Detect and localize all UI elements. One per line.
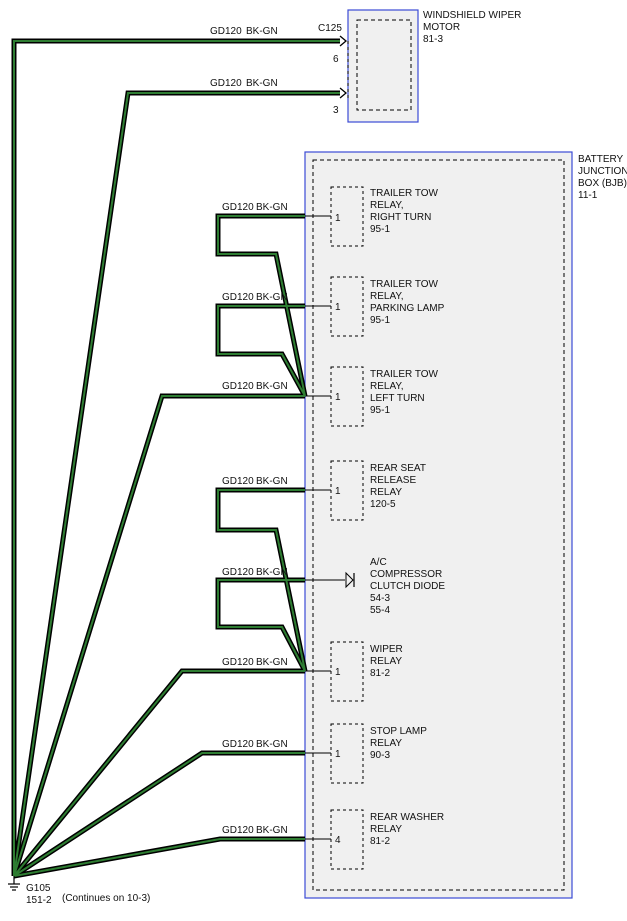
relay-name-2: RELAY [370,738,402,749]
connector-label: C125 [318,23,342,34]
relay-pin: 4 [335,835,341,846]
bjb-title-1: BATTERY [578,154,624,165]
wire-color: BK-GN [256,381,288,392]
relay-name-3: PARKING LAMP [370,303,445,314]
wiper-motor-box [347,9,419,123]
relay-pin: 1 [335,749,341,760]
relay-name-3: RIGHT TURN [370,212,431,223]
bjb-components: 1 TRAILER TOW RELAY, RIGHT TURN 95-1 1 T… [305,186,445,870]
relay-name-1: STOP LAMP [370,726,427,737]
component-rear-seat-release-relay: 1 REAR SEAT RELEASE RELAY 120-5 [305,460,426,521]
wire-color: BK-GN [256,825,288,836]
component-trailer-tow-right-turn: 1 TRAILER TOW RELAY, RIGHT TURN 95-1 [305,186,439,247]
relay-pin: 1 [335,213,341,224]
wire-labels: GD120 BK-GN GD120 BK-GN GD120 BK-GN GD12… [210,26,288,836]
diode-name-1: A/C [370,557,387,568]
wire-color: BK-GN [256,476,288,487]
wire-code: GD120 [222,476,254,487]
relay-ref: 95-1 [370,315,390,326]
wires [11,38,340,879]
relay-name-3: LEFT TURN [370,393,425,404]
wire-code: GD120 [210,78,242,89]
relay-name-2: RELAY, [370,200,404,211]
relay-name-1: TRAILER TOW [370,279,439,290]
diode-ref-2: 55-4 [370,605,390,616]
diode-name-3: CLUTCH DIODE [370,581,445,592]
relay-ref: 81-2 [370,836,390,847]
bjb-ref: 11-1 [578,190,598,201]
wiper-motor-title-2: MOTOR [423,22,460,33]
relay-name-1: REAR SEAT [370,463,426,474]
relay-pin: 1 [335,302,341,313]
pin-6-label: 6 [333,54,339,65]
relay-ref: 95-1 [370,405,390,416]
relay-ref: 120-5 [370,499,396,510]
wire-code: GD120 [222,657,254,668]
relay-name-2: RELAY [370,656,402,667]
bjb-title-2: JUNCTION [578,166,627,177]
wire-code: GD120 [210,26,242,37]
component-wiper-relay: 1 WIPER RELAY 81-2 [305,641,403,702]
relay-pin: 1 [335,486,341,497]
ground-label: G105 [26,883,51,894]
bjb-title-3: BOX (BJB) [578,178,627,189]
wiper-motor-block: C125 6 3 WINDSHIELD WIPER MOTOR 81-3 [318,9,521,123]
wire-color: BK-GN [256,202,288,213]
pin-6-arrow-icon [339,35,348,47]
component-trailer-tow-left-turn: 1 TRAILER TOW RELAY, LEFT TURN 95-1 [305,366,439,427]
wire-bjb-stop-lamp [12,750,305,879]
relay-name-1: REAR WASHER [370,812,444,823]
component-trailer-tow-parking-lamp: 1 TRAILER TOW RELAY, PARKING LAMP 95-1 [305,276,445,337]
relay-name-3: RELAY [370,487,402,498]
ground-ref: 151-2 [26,895,52,906]
relay-pin: 1 [335,392,341,403]
component-stop-lamp-relay: 1 STOP LAMP RELAY 90-3 [305,723,427,784]
bjb-inner [312,159,565,891]
component-rear-washer-relay: 4 REAR WASHER RELAY 81-2 [305,809,444,870]
wire-color: BK-GN [256,739,288,750]
wire-code: GD120 [222,381,254,392]
continues-note: (Continues on 10-3) [62,893,150,904]
wire-code: GD120 [222,202,254,213]
bjb-box [304,151,573,899]
wire-code: GD120 [222,739,254,750]
relay-name-1: TRAILER TOW [370,188,439,199]
wire-color: BK-GN [256,292,288,303]
wire-code: GD120 [222,292,254,303]
wiper-motor-title-1: WINDSHIELD WIPER [423,10,521,21]
diode-ref-1: 54-3 [370,593,390,604]
wire-color: BK-GN [246,78,278,89]
ground-block: G105 151-2 (Continues on 10-3) [8,876,150,906]
relay-name-2: RELEASE [370,475,416,486]
wire-bjb-left-turn [11,393,305,877]
relay-ref: 81-2 [370,668,390,679]
diode-icon [345,571,354,589]
wiper-motor-inner [356,19,412,111]
wire-code: GD120 [222,567,254,578]
relay-ref: 90-3 [370,750,390,761]
wire-code: GD120 [222,825,254,836]
relay-name-2: RELAY, [370,381,404,392]
wire-color: BK-GN [256,567,288,578]
relay-name-1: WIPER [370,644,403,655]
relay-name-2: RELAY, [370,291,404,302]
wire-color: BK-GN [246,26,278,37]
pin-3-arrow-icon [339,87,348,99]
pin-3-label: 3 [333,105,339,116]
relay-name-2: RELAY [370,824,402,835]
wiper-motor-ref: 81-3 [423,34,443,45]
bjb-block: BATTERY JUNCTION BOX (BJB) 11-1 [304,151,627,899]
wire-color: BK-GN [256,657,288,668]
component-ac-compressor-clutch-diode: A/C COMPRESSOR CLUTCH DIODE 54-3 55-4 [305,557,445,616]
relay-ref: 95-1 [370,224,390,235]
relay-name-1: TRAILER TOW [370,369,439,380]
wire-to-pin-3 [11,90,340,877]
relay-pin: 1 [335,667,341,678]
diode-name-2: COMPRESSOR [370,569,442,580]
